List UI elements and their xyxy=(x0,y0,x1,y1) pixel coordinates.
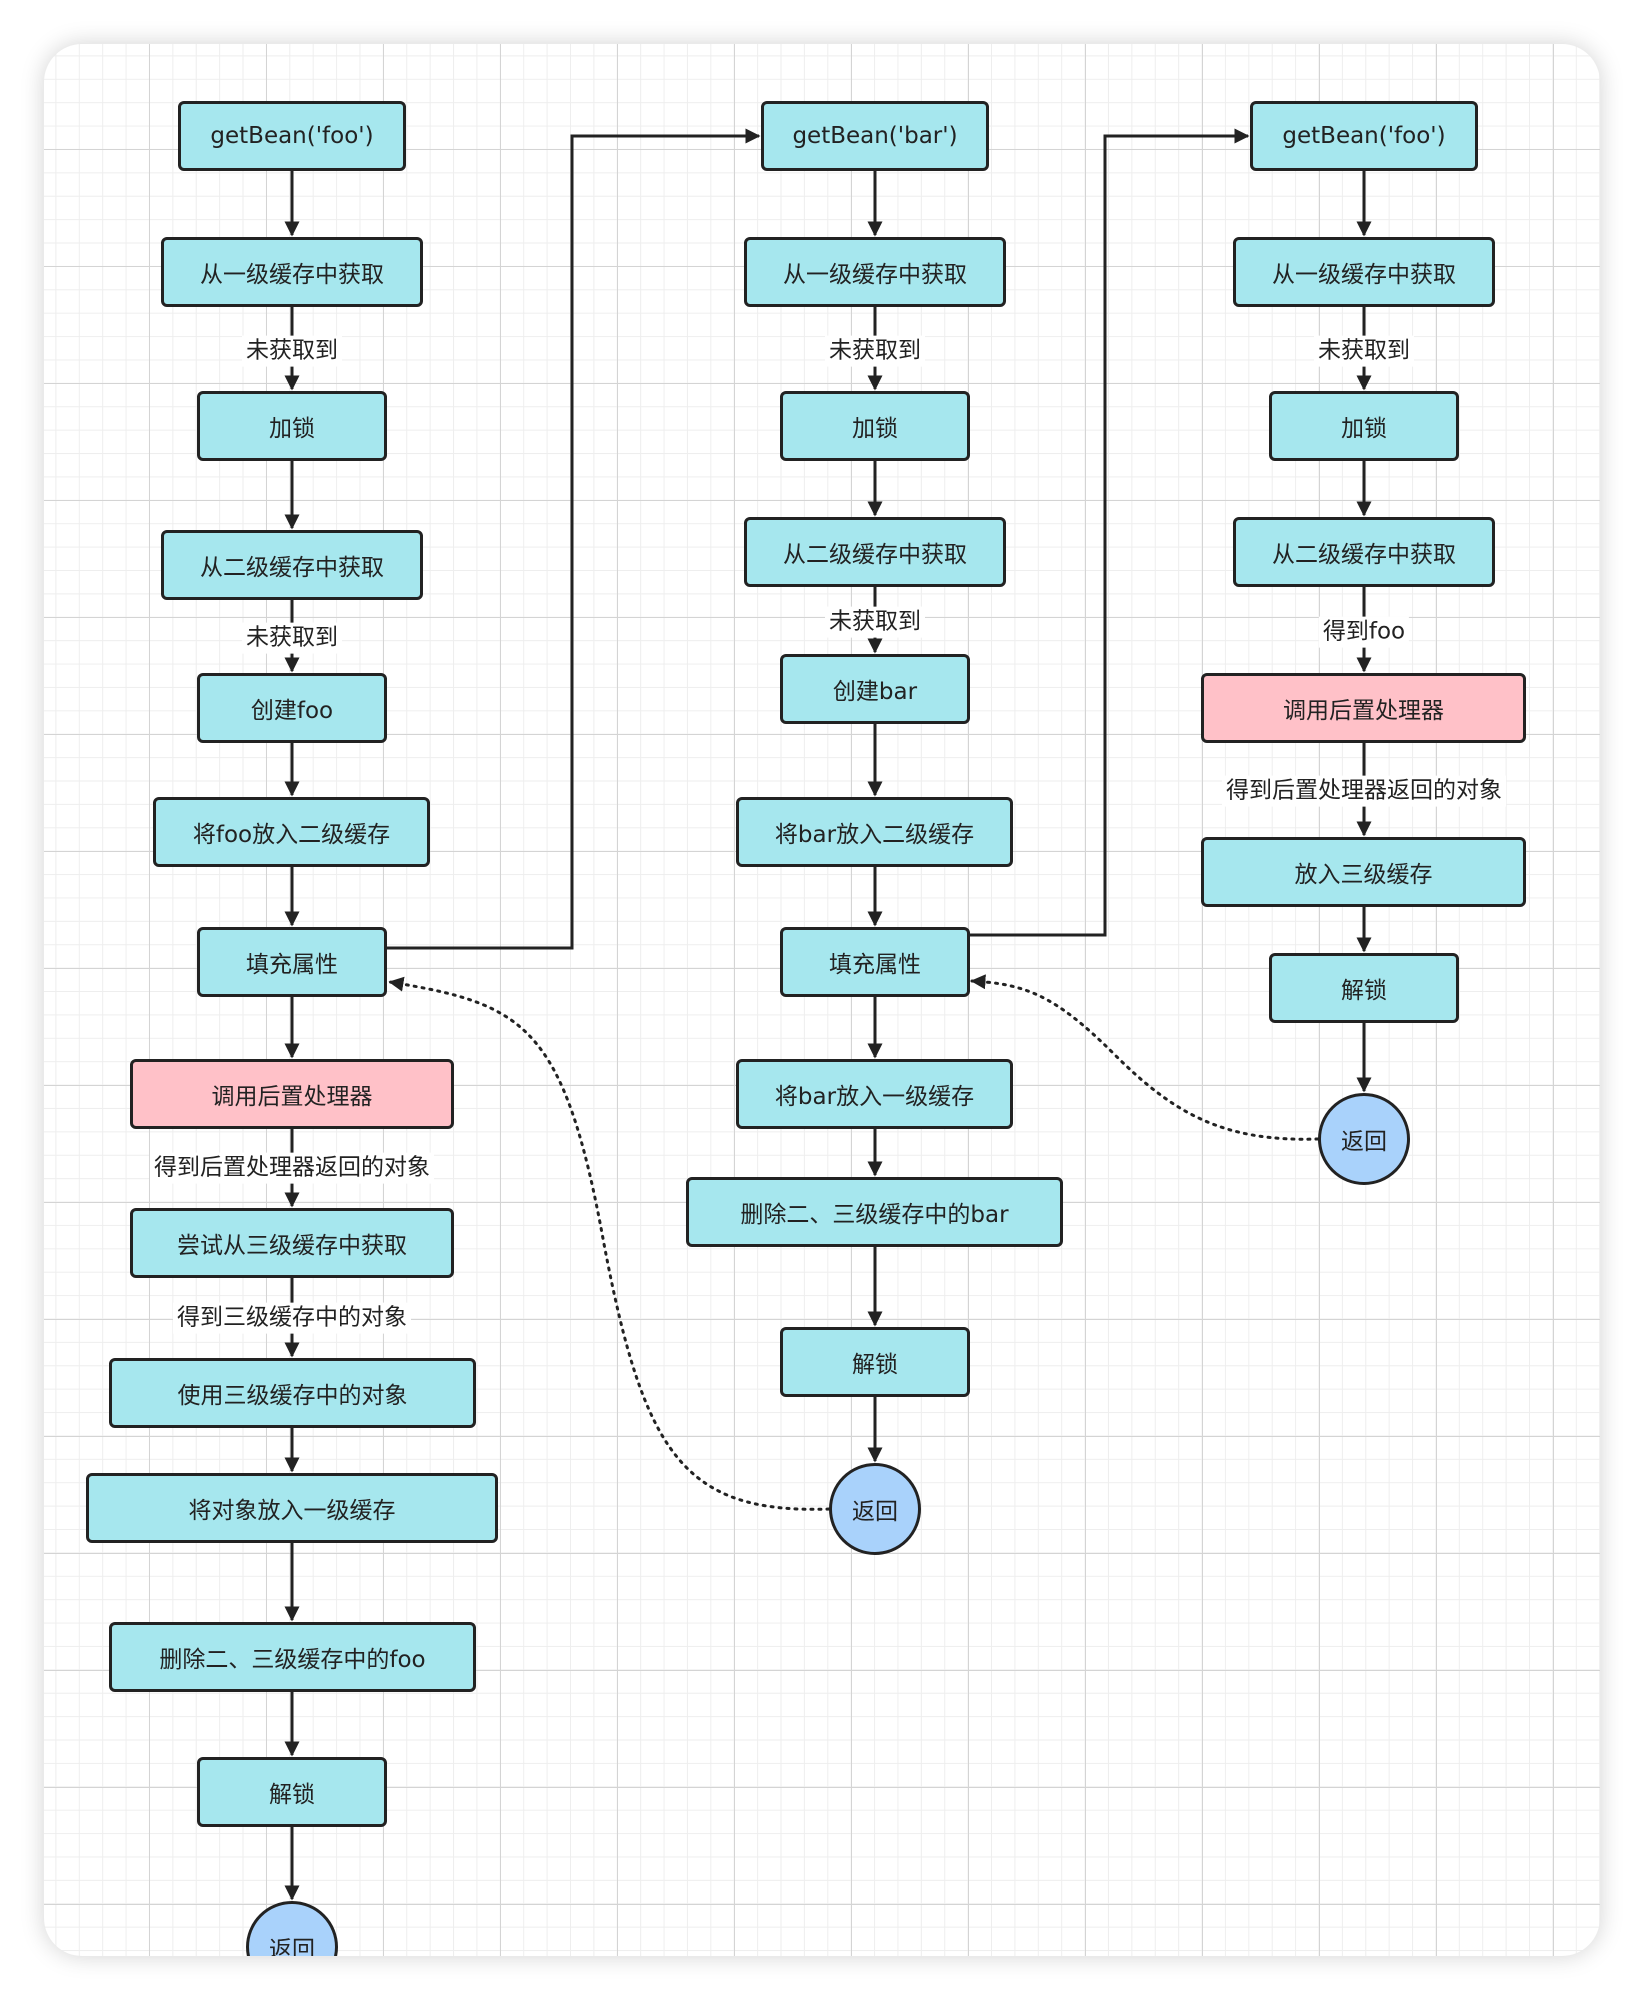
foo-try-l3-node: 尝试从三级缓存中获取 xyxy=(130,1208,454,1278)
foo-fill-properties-node: 填充属性 xyxy=(197,927,387,997)
edge-label: 未获取到 xyxy=(825,606,925,638)
edge-label: 得到foo xyxy=(1318,616,1410,648)
foo-use-l3-object-node: 使用三级缓存中的对象 xyxy=(109,1358,476,1428)
foo2-put-l3-node: 放入三级缓存 xyxy=(1201,837,1526,907)
edge-label: 得到后置处理器返回的对象 xyxy=(150,1152,434,1184)
foo2-get-from-l2-node: 从二级缓存中获取 xyxy=(1233,517,1495,587)
diagram-canvas: getBean('foo') 从一级缓存中获取 加锁 从二级缓存中获取 创建fo… xyxy=(44,44,1600,1956)
bar-getbean-node: getBean('bar') xyxy=(761,101,989,171)
edge-label: 未获取到 xyxy=(1314,335,1414,367)
edge-label: 得到后置处理器返回的对象 xyxy=(1222,775,1506,807)
foo-delete-l2-l3-node: 删除二、三级缓存中的foo xyxy=(109,1622,476,1692)
return-to-bar-fill-arrow xyxy=(970,974,1320,1141)
bar-delete-l2-l3-node: 删除二、三级缓存中的bar xyxy=(686,1177,1063,1247)
call-getbean-foo-arrow xyxy=(970,128,1250,937)
bar-lock-node: 加锁 xyxy=(780,391,970,461)
foo-create-node: 创建foo xyxy=(197,673,387,743)
foo2-post-processor-node: 调用后置处理器 xyxy=(1201,673,1526,743)
edge-label: 未获取到 xyxy=(825,335,925,367)
foo2-lock-node: 加锁 xyxy=(1269,391,1459,461)
edge-label: 得到三级缓存中的对象 xyxy=(173,1302,411,1334)
bar-return-node: 返回 xyxy=(829,1463,921,1555)
foo-unlock-node: 解锁 xyxy=(197,1757,387,1827)
foo2-getbean-node: getBean('foo') xyxy=(1250,101,1478,171)
foo-put-l1-node: 将对象放入一级缓存 xyxy=(86,1473,498,1543)
foo-post-processor-node: 调用后置处理器 xyxy=(130,1059,454,1129)
foo2-get-from-l1-node: 从一级缓存中获取 xyxy=(1233,237,1495,307)
bar-unlock-node: 解锁 xyxy=(780,1327,970,1397)
edge-label: 未获取到 xyxy=(242,622,342,654)
foo-getbean-node: getBean('foo') xyxy=(178,101,406,171)
foo-lock-node: 加锁 xyxy=(197,391,387,461)
foo-get-from-l1-node: 从一级缓存中获取 xyxy=(161,237,423,307)
bar-get-from-l1-node: 从一级缓存中获取 xyxy=(744,237,1006,307)
bar-put-l2-node: 将bar放入二级缓存 xyxy=(736,797,1013,867)
bar-fill-properties-node: 填充属性 xyxy=(780,927,970,997)
bar-get-from-l2-node: 从二级缓存中获取 xyxy=(744,517,1006,587)
foo2-return-node: 返回 xyxy=(1318,1093,1410,1185)
bar-put-l1-node: 将bar放入一级缓存 xyxy=(736,1059,1013,1129)
edge-label: 未获取到 xyxy=(242,335,342,367)
foo-put-l2-node: 将foo放入二级缓存 xyxy=(153,797,430,867)
bar-create-node: 创建bar xyxy=(780,654,970,724)
return-to-foo-fill-arrow xyxy=(388,976,831,1511)
call-getbean-bar-arrow xyxy=(387,128,761,950)
foo-get-from-l2-node: 从二级缓存中获取 xyxy=(161,530,423,600)
foo2-unlock-node: 解锁 xyxy=(1269,953,1459,1023)
